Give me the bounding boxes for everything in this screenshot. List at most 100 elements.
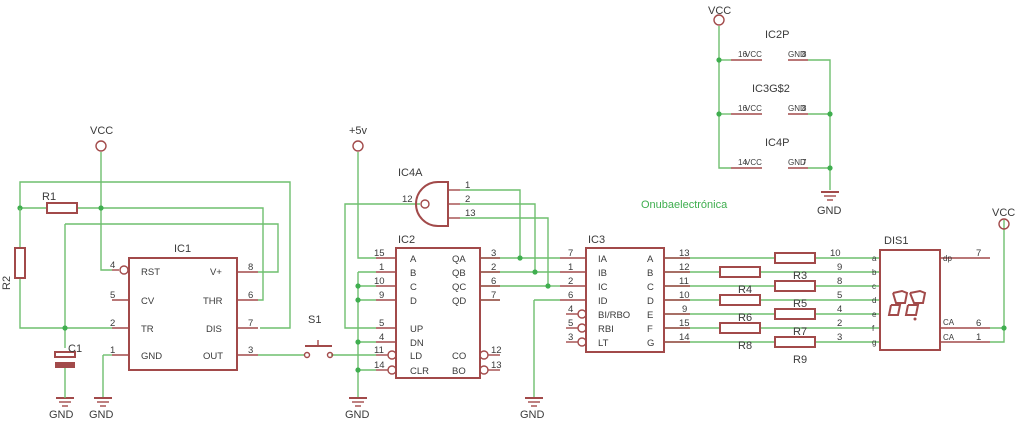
- svg-text:8: 8: [802, 50, 807, 59]
- svg-text:ID: ID: [598, 296, 608, 307]
- svg-text:7: 7: [248, 318, 253, 329]
- svg-text:2: 2: [491, 262, 496, 273]
- svg-text:5: 5: [110, 290, 115, 301]
- svg-text:4: 4: [379, 332, 384, 343]
- svg-text:10: 10: [374, 276, 385, 287]
- svg-text:OUT: OUT: [203, 351, 223, 362]
- svg-text:GND: GND: [788, 104, 806, 113]
- svg-text:8: 8: [837, 276, 842, 287]
- svg-text:QC: QC: [452, 282, 466, 293]
- svg-text:VCC: VCC: [992, 207, 1015, 219]
- svg-text:RST: RST: [141, 267, 160, 278]
- svg-text:1: 1: [976, 332, 981, 343]
- svg-text:IA: IA: [598, 254, 608, 265]
- svg-text:15: 15: [374, 248, 385, 259]
- wires: [19, 26, 1005, 398]
- svg-text:9: 9: [837, 262, 842, 273]
- svg-text:C: C: [410, 282, 417, 293]
- svg-text:+5v: +5v: [349, 125, 368, 137]
- svg-text:BI/RBO: BI/RBO: [598, 310, 630, 321]
- svg-text:IC2: IC2: [398, 234, 415, 246]
- r6-label: R6: [738, 312, 752, 324]
- svg-text:12: 12: [679, 262, 690, 273]
- svg-text:1: 1: [465, 180, 470, 191]
- svg-text:16: 16: [738, 50, 747, 59]
- svg-text:DN: DN: [410, 338, 424, 349]
- svg-text:12: 12: [491, 345, 502, 356]
- svg-text:GND: GND: [141, 351, 162, 362]
- svg-text:7: 7: [976, 248, 981, 259]
- svg-text:S1: S1: [308, 314, 321, 326]
- svg-text:IC3: IC3: [588, 234, 605, 246]
- svg-text:DIS: DIS: [206, 324, 222, 335]
- svg-text:1: 1: [379, 262, 384, 273]
- svg-text:IC2P: IC2P: [765, 29, 789, 41]
- svg-text:B: B: [410, 268, 416, 279]
- svg-text:3: 3: [568, 332, 573, 343]
- svg-text:VCC: VCC: [745, 158, 762, 167]
- svg-text:14: 14: [374, 360, 385, 371]
- svg-text:CA: CA: [943, 333, 955, 342]
- plus5v-symbol: +5v: [349, 125, 368, 152]
- s1-switch: S1: [303, 314, 334, 359]
- brand-label: Onubaelectrónica: [641, 199, 728, 211]
- gnd-label-ic3: GND: [520, 409, 545, 421]
- svg-text:dp: dp: [943, 254, 952, 263]
- svg-text:GND: GND: [788, 158, 806, 167]
- gnd-label-ic2: GND: [345, 409, 370, 421]
- svg-text:QA: QA: [452, 254, 466, 265]
- svg-text:A: A: [647, 254, 654, 265]
- r7-label: R7: [793, 326, 807, 338]
- svg-text:d: d: [872, 296, 876, 305]
- svg-text:1: 1: [110, 345, 115, 356]
- svg-text:13: 13: [465, 208, 476, 219]
- display-dis1: DIS1 a b c d e f g 10 9 8 5 4 2 3 dp 7 C…: [830, 235, 990, 351]
- vcc-symbol-top: VCC: [708, 5, 731, 26]
- svg-text:THR: THR: [203, 296, 223, 307]
- svg-text:7: 7: [491, 290, 496, 301]
- svg-text:E: E: [647, 310, 653, 321]
- svg-text:TR: TR: [141, 324, 154, 335]
- svg-text:f: f: [872, 324, 875, 333]
- svg-text:DIS1: DIS1: [884, 235, 908, 247]
- r5-label: R5: [793, 298, 807, 310]
- svg-text:7: 7: [802, 158, 807, 167]
- svg-text:4: 4: [110, 260, 115, 271]
- junctions: [17, 57, 1007, 373]
- c1-capacitor: C1: [54, 343, 82, 398]
- segment-resistors: [719, 252, 816, 348]
- svg-text:UP: UP: [410, 324, 423, 335]
- svg-text:RBI: RBI: [598, 324, 614, 335]
- svg-text:QD: QD: [452, 296, 466, 307]
- power-block: IC2P IC3G$2 IC4P 16 VCC GND 8 16 VCC GND…: [731, 29, 808, 169]
- svg-text:16: 16: [738, 104, 747, 113]
- gnd-label-power: GND: [817, 205, 842, 217]
- svg-text:G: G: [647, 338, 654, 349]
- r9-label: R9: [793, 354, 807, 366]
- svg-text:13: 13: [679, 248, 690, 259]
- svg-text:4: 4: [837, 304, 842, 315]
- svg-text:13: 13: [491, 360, 502, 371]
- svg-text:IB: IB: [598, 268, 607, 279]
- svg-text:LT: LT: [598, 338, 609, 349]
- svg-text:b: b: [872, 268, 877, 277]
- svg-text:10: 10: [679, 290, 690, 301]
- svg-text:6: 6: [491, 276, 496, 287]
- svg-text:6: 6: [568, 290, 573, 301]
- gnd-label-c1: GND: [49, 409, 74, 421]
- svg-text:IC1: IC1: [174, 243, 191, 255]
- svg-text:9: 9: [682, 304, 687, 315]
- svg-text:A: A: [410, 254, 417, 265]
- ic1-chip: IC1 RST CV TR GND V+ THR DIS OUT 4 5 2 1…: [110, 243, 258, 371]
- svg-text:F: F: [647, 324, 653, 335]
- svg-text:a: a: [872, 254, 877, 263]
- svg-text:IC: IC: [598, 282, 608, 293]
- svg-text:15: 15: [679, 318, 690, 329]
- r3-label: R3: [793, 270, 807, 282]
- svg-text:5: 5: [379, 318, 384, 329]
- svg-text:10: 10: [830, 248, 841, 259]
- svg-text:R1: R1: [42, 191, 56, 203]
- svg-text:CO: CO: [452, 351, 466, 362]
- svg-text:GND: GND: [788, 50, 806, 59]
- ic2-chip: IC2 A B C D UP DN LD CLR QA QB QC QD CO …: [374, 234, 502, 379]
